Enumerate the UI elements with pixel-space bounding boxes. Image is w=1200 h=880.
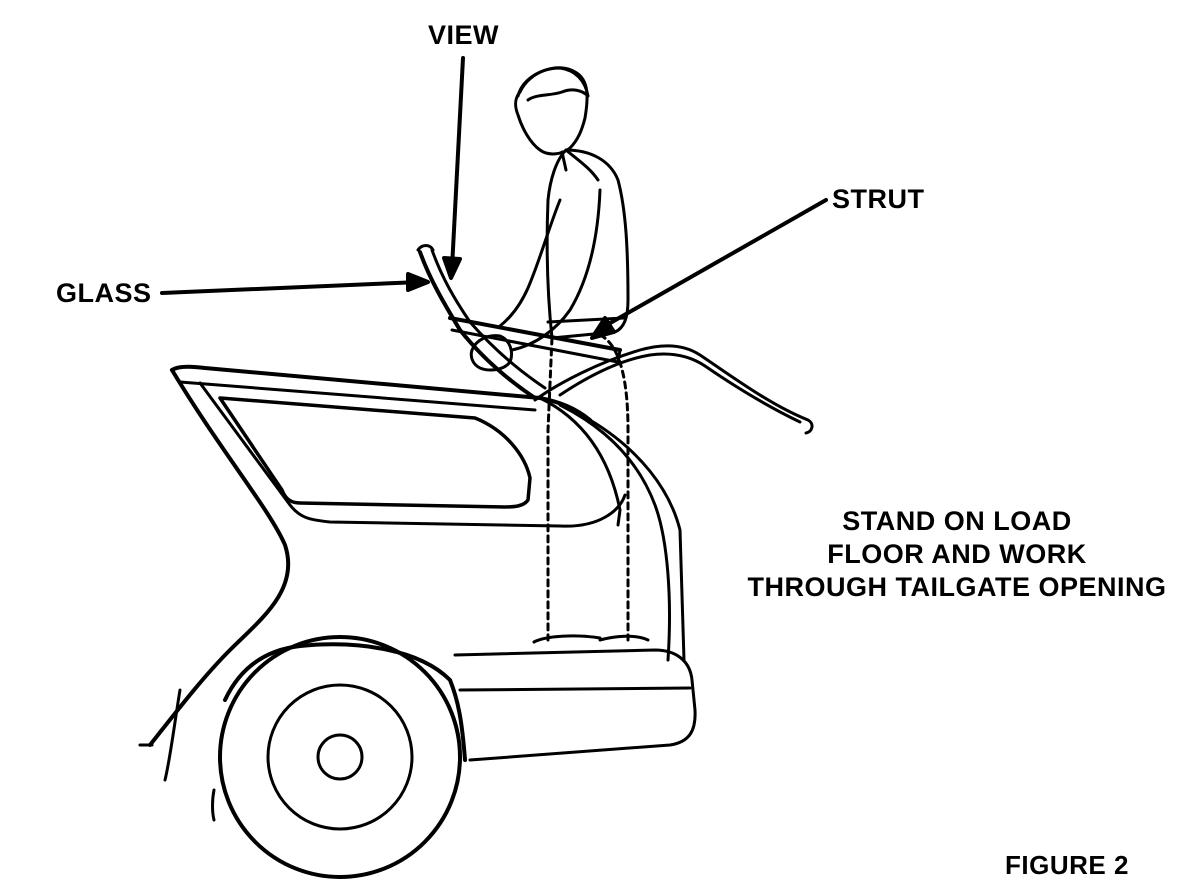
view-label: VIEW <box>428 20 500 50</box>
glass-leader <box>160 280 422 295</box>
instruction-line-1: STAND ON LOAD <box>842 506 1072 536</box>
instruction-line-3: THROUGH TAILGATE OPENING <box>747 572 1167 602</box>
person-legs <box>546 333 630 642</box>
tire <box>218 635 462 879</box>
glass-top-cap <box>416 244 435 252</box>
strut-leader <box>596 198 828 332</box>
instruction-line-2: FLOOR AND WORK <box>827 539 1087 569</box>
hub <box>316 733 364 781</box>
person-shoes <box>532 634 650 644</box>
glass-label: GLASS <box>56 278 152 308</box>
opening-curve-1 <box>538 396 622 527</box>
view-leader <box>450 56 465 270</box>
quarter-outer <box>148 368 291 747</box>
side-window <box>218 396 532 509</box>
rim <box>266 683 414 831</box>
opening-curve-2 <box>558 403 671 662</box>
roof-inner-line <box>178 380 537 412</box>
strut-bar-lower <box>450 328 620 364</box>
strut-label: STRUT <box>832 184 925 214</box>
view-arrowhead <box>442 256 462 280</box>
person-hair <box>516 66 590 102</box>
person-left-arm <box>498 198 562 328</box>
opening-curve-3 <box>588 418 686 662</box>
open-tailgate-panel-inner <box>558 352 802 424</box>
person-belt <box>546 316 626 324</box>
person-right-arm <box>510 188 602 352</box>
glass-arrowhead <box>406 272 430 292</box>
strut-bar <box>448 316 622 352</box>
open-tailgate-panel <box>533 344 814 435</box>
person-collar <box>564 148 600 182</box>
roof-edge <box>170 364 592 422</box>
rear-wheel <box>211 635 462 879</box>
figure-caption: FIGURE 2 <box>1005 850 1129 880</box>
strut-arrowhead <box>590 316 616 340</box>
vehicle-body <box>138 344 814 782</box>
strut-bar-end <box>616 348 622 364</box>
person-torso <box>545 148 630 340</box>
rear-fender-arc <box>223 642 467 762</box>
leader-lines <box>160 56 828 340</box>
instruction-text: STAND ON LOAD FLOOR AND WORK THROUGH TAI… <box>722 505 1192 604</box>
quarter-under-line <box>163 688 182 782</box>
bumper-line <box>458 686 692 692</box>
rear-glass-panel <box>416 244 622 400</box>
side-window-frame <box>198 381 627 528</box>
tire-ground-gap <box>211 788 216 822</box>
load-floor <box>453 648 697 762</box>
